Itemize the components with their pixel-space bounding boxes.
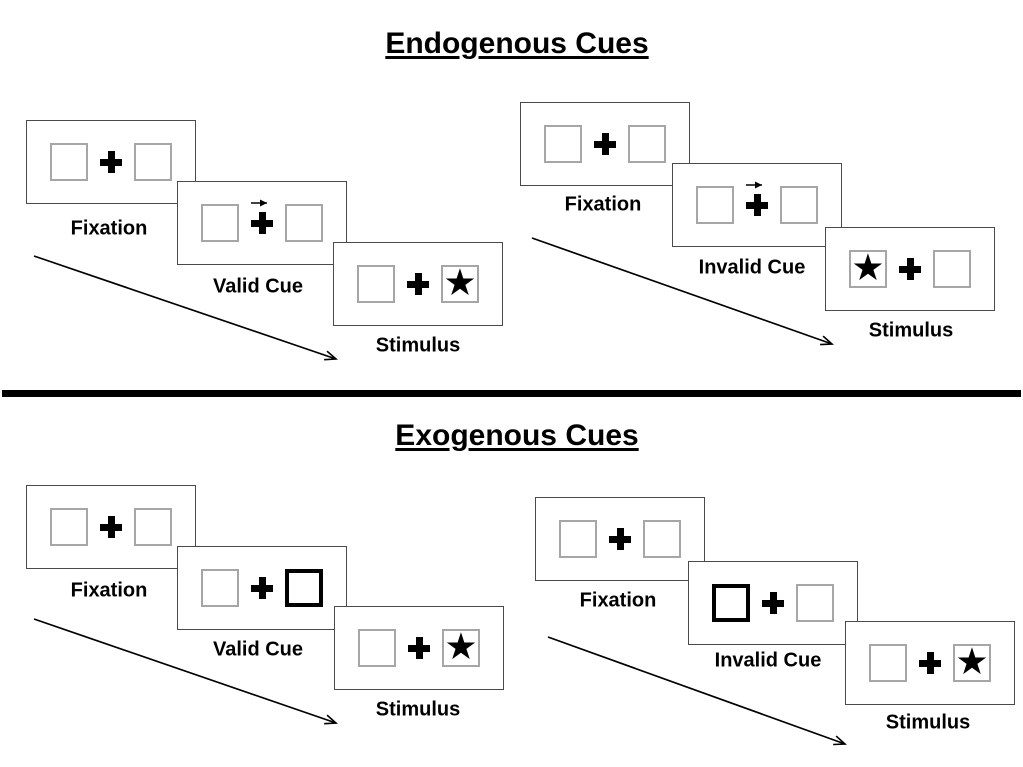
plus-shape (746, 194, 768, 216)
cue-arrow-icon (746, 181, 762, 189)
exogenous-valid-stimulus-label: Stimulus (375, 698, 461, 721)
exogenous-invalid-stimulus-panel: ★ (845, 621, 1015, 705)
plus-shape (899, 258, 921, 280)
right-box (134, 508, 172, 546)
endogenous-invalid-invalid-cue-panel (672, 163, 842, 247)
exogenous-invalid-fixation-panel (535, 497, 705, 581)
left-box (357, 265, 395, 303)
star-icon: ★ (955, 644, 989, 682)
exogenous-section-title: Exogenous Cues (395, 419, 639, 452)
endogenous-invalid-stimulus-label: Stimulus (868, 319, 954, 342)
star-icon: ★ (443, 265, 477, 303)
endogenous-invalid-invalid-cue-label: Invalid Cue (698, 256, 806, 279)
endogenous-invalid-fixation-panel (520, 102, 690, 186)
endogenous-section-title: Endogenous Cues (385, 27, 649, 60)
right-box-highlight-cue (285, 569, 323, 607)
fixation-cross-icon (913, 644, 947, 682)
plus-shape (762, 592, 784, 614)
endogenous-valid-stimulus-panel: ★ (333, 242, 503, 326)
left-box (358, 629, 396, 667)
right-box (933, 250, 971, 288)
fixation-cross-icon (588, 125, 622, 163)
left-box (559, 520, 597, 558)
endogenous-invalid-stimulus-panel: ★ (825, 227, 995, 311)
right-box-with-star: ★ (441, 265, 479, 303)
left-box (201, 569, 239, 607)
endogenous-valid-fixation-panel (26, 120, 196, 204)
exogenous-invalid-stimulus-label: Stimulus (885, 711, 971, 734)
timeline-arrow-endogenous-valid (33, 255, 338, 361)
plus-shape (100, 151, 122, 173)
left-box (544, 125, 582, 163)
left-box (201, 204, 239, 242)
fixation-cross-icon (402, 629, 436, 667)
fixation-cross-icon (94, 143, 128, 181)
plus-shape (594, 133, 616, 155)
right-box (643, 520, 681, 558)
plus-shape (100, 516, 122, 538)
left-box (696, 186, 734, 224)
endogenous-valid-fixation-label: Fixation (70, 217, 148, 240)
left-box-with-star: ★ (849, 250, 887, 288)
timeline-arrow-endogenous-invalid (531, 237, 834, 346)
left-box (50, 508, 88, 546)
timeline-arrow-exogenous-valid (33, 618, 338, 725)
plus-shape (251, 577, 273, 599)
fixation-cross-icon (603, 520, 637, 558)
fixation-cross-icon (94, 508, 128, 546)
exogenous-valid-fixation-label: Fixation (70, 579, 148, 602)
plus-shape (408, 637, 430, 659)
right-box-with-star: ★ (442, 629, 480, 667)
left-box (50, 143, 88, 181)
exogenous-valid-valid-cue-label: Valid Cue (212, 638, 304, 661)
plus-shape (251, 212, 273, 234)
endogenous-valid-valid-cue-label: Valid Cue (212, 275, 304, 298)
fixation-cross-icon (740, 181, 774, 224)
endogenous-valid-valid-cue-panel (177, 181, 347, 265)
exogenous-valid-fixation-panel (26, 485, 196, 569)
exogenous-valid-stimulus-panel: ★ (334, 606, 504, 690)
exogenous-invalid-fixation-label: Fixation (579, 589, 657, 612)
right-box (780, 186, 818, 224)
left-box-highlight-cue (712, 584, 750, 622)
plus-shape (407, 273, 429, 295)
fixation-cross-icon (893, 250, 927, 288)
endogenous-invalid-fixation-label: Fixation (564, 193, 642, 216)
right-box (134, 143, 172, 181)
exogenous-invalid-invalid-cue-label: Invalid Cue (714, 649, 822, 672)
left-box (869, 644, 907, 682)
fixation-cross-icon (401, 265, 435, 303)
right-box (285, 204, 323, 242)
timeline-arrow-exogenous-invalid (547, 636, 847, 746)
right-box (628, 125, 666, 163)
section-divider-line (2, 390, 1021, 397)
endogenous-valid-stimulus-label: Stimulus (375, 334, 461, 357)
star-icon: ★ (444, 629, 478, 667)
fixation-cross-icon (756, 584, 790, 622)
plus-shape (919, 652, 941, 674)
fixation-cross-icon (245, 569, 279, 607)
right-box (796, 584, 834, 622)
plus-shape (609, 528, 631, 550)
right-box-with-star: ★ (953, 644, 991, 682)
exogenous-valid-valid-cue-panel (177, 546, 347, 630)
star-icon: ★ (851, 250, 885, 288)
fixation-cross-icon (245, 199, 279, 242)
cue-arrow-icon (251, 199, 267, 207)
exogenous-invalid-invalid-cue-panel (688, 561, 858, 645)
